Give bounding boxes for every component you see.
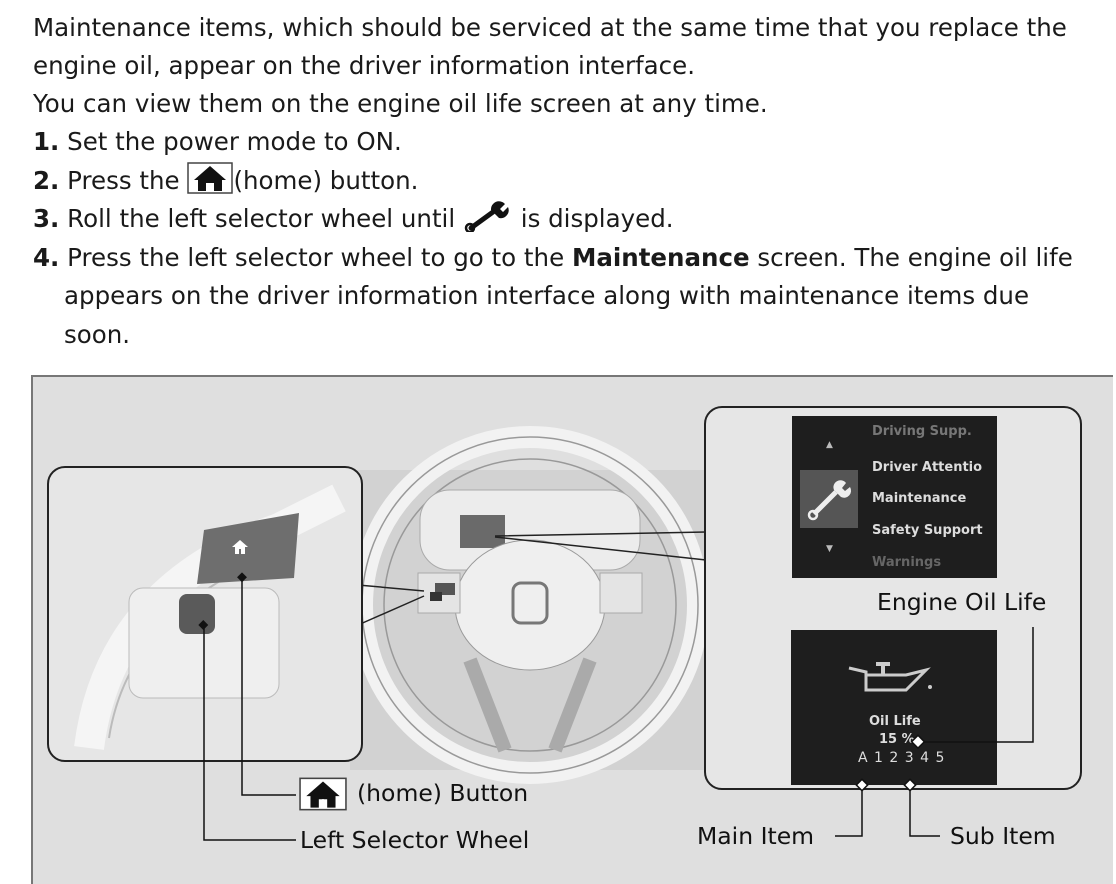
display-highlight	[460, 515, 505, 548]
step-number: 4.	[33, 243, 60, 272]
maintenance-menu-screen: ▲ ▼ Driving Supp. Driver Attentio Mainte…	[792, 416, 997, 578]
intro-line: engine oil, appear on the driver informa…	[33, 51, 696, 80]
step-text: Set the power mode to ON.	[67, 127, 402, 156]
step-2: 2. Press the (home) button.	[33, 162, 418, 205]
intro-line: Maintenance items, which should be servi…	[33, 13, 1067, 42]
step-4-continued: soon.	[64, 320, 131, 349]
honda-logo-icon	[511, 581, 549, 625]
step-3: 3. Roll the left selector wheel until is…	[33, 200, 674, 243]
step-1: 1. Set the power mode to ON.	[33, 123, 402, 161]
left-selector-wheel-label: Left Selector Wheel	[300, 826, 530, 854]
oil-can-icon	[848, 662, 932, 692]
step-4-continued: appears on the driver information interf…	[64, 281, 1030, 310]
sub-item-label: Sub Item	[950, 822, 1056, 850]
scroll-up-icon: ▲	[826, 440, 833, 450]
engine-oil-life-label: Engine Oil Life	[877, 588, 1047, 616]
oil-life-title: Oil Life	[869, 714, 921, 729]
home-icon	[299, 777, 347, 815]
step-4: 4. Press the left selector wheel to go t…	[33, 239, 1073, 277]
menu-item: Driver Attentio	[872, 460, 983, 475]
home-icon	[232, 540, 248, 554]
home-button-label: (home) Button	[357, 779, 529, 807]
wrench-icon	[463, 200, 513, 243]
step-number: 1.	[33, 127, 60, 156]
home-button-highlight	[197, 513, 299, 584]
menu-item-selected: Maintenance	[872, 491, 967, 506]
step-text: Press the left selector wheel to go to t…	[67, 243, 565, 272]
maintenance-codes: A 1 2 3 4 5	[858, 750, 946, 766]
step-number: 3.	[33, 204, 60, 233]
step-text: screen. The engine oil life	[757, 243, 1073, 272]
step-text: is displayed.	[520, 204, 674, 233]
home-icon	[187, 162, 234, 205]
maintenance-term: Maintenance	[571, 243, 750, 272]
step-text: Roll the left selector wheel until	[67, 204, 456, 233]
step-text: (home) button.	[233, 166, 419, 195]
menu-item: Safety Support	[872, 523, 983, 538]
steering-controls-inset	[47, 466, 363, 762]
menu-item: Driving Supp.	[872, 424, 972, 439]
oil-life-percent: 15 %	[879, 732, 915, 747]
oil-life-screen: Oil Life 15 % A 1 2 3 4 5	[791, 630, 997, 785]
intro-line: You can view them on the engine oil life…	[33, 89, 768, 118]
step-number: 2.	[33, 166, 60, 195]
main-item-label: Main Item	[697, 822, 815, 850]
wrench-icon	[800, 470, 858, 528]
menu-item: Warnings	[872, 555, 942, 570]
step-text: Press the	[67, 166, 180, 195]
steering-wheel-illustration	[350, 426, 730, 784]
scroll-down-icon: ▼	[826, 544, 833, 554]
